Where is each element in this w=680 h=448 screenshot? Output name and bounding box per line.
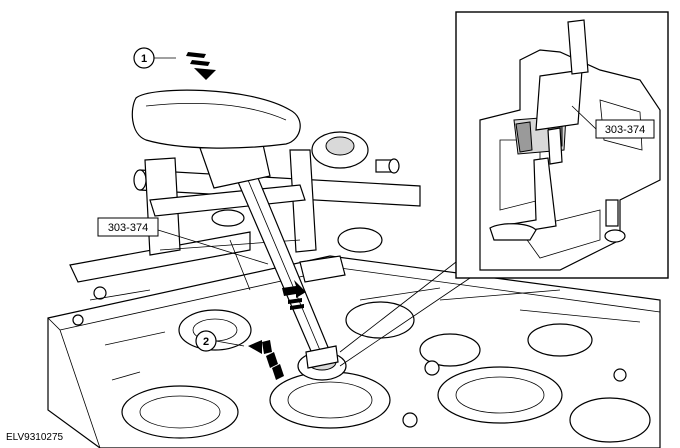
tool-label-detail-text: 303-374 <box>605 124 645 136</box>
detail-inset: 303-374 <box>339 11 669 367</box>
callout-1: 1 <box>133 47 176 69</box>
press-up-arrow-icon <box>282 280 306 310</box>
camshaft-assembly <box>133 131 421 291</box>
cylinder-head <box>47 231 661 448</box>
tool-label-main: 303-374 <box>97 217 269 265</box>
callout-2: 2 <box>195 330 245 352</box>
inset-pointer-line <box>339 277 471 367</box>
leader-line <box>215 340 245 347</box>
leader-line <box>571 105 597 130</box>
leader-line <box>157 229 269 265</box>
callout-2-label: 2 <box>203 336 209 348</box>
press-side-arrow-icon <box>248 340 284 380</box>
inset-pointer-line <box>339 261 457 353</box>
press-down-arrow-icon <box>186 52 216 80</box>
callout-1-label: 1 <box>141 53 147 65</box>
tool-label-main-text: 303-374 <box>108 222 148 234</box>
figure-reference-id: ELV9310275 <box>6 432 64 443</box>
valve-spring-compressor-tool <box>131 89 347 381</box>
